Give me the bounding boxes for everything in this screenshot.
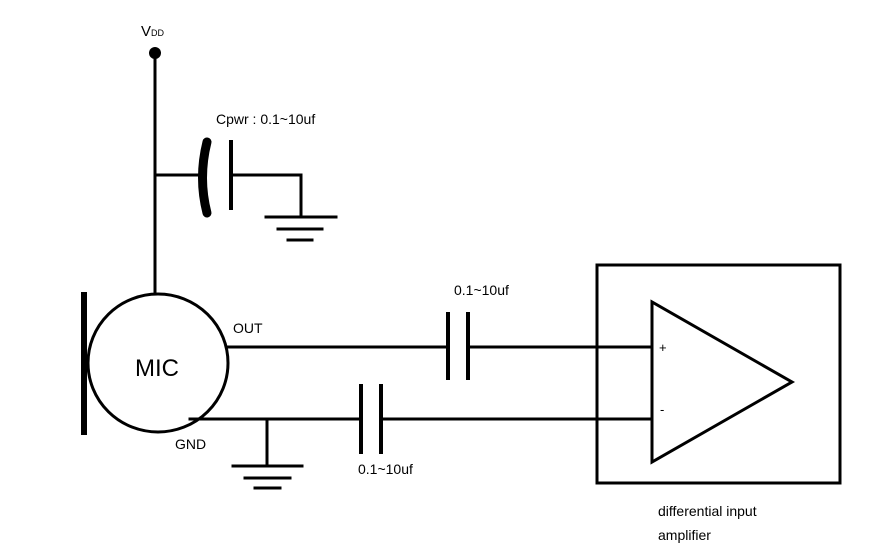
mic-body (86, 292, 230, 434)
mic-out-label: OUT (233, 320, 263, 336)
amplifier-box (595, 263, 842, 485)
amplifier-caption-line2: amplifier (658, 527, 711, 543)
amplifier-triangle-icon (650, 299, 796, 465)
cpwr-ground-wire (229, 173, 303, 219)
amplifier-plus-label: + (659, 340, 667, 355)
cpwr-label: Cpwr : 0.1~10uf (216, 111, 315, 127)
cpwr-curved-plate (198, 137, 212, 218)
mic-gnd-label: GND (175, 436, 206, 452)
ground-icon (231, 464, 304, 490)
ground-icon (264, 215, 338, 242)
vdd-label: VDD (141, 23, 165, 40)
mic-label: MIC (135, 355, 179, 382)
bottom-cap-label: 0.1~10uf (358, 461, 413, 477)
amplifier-caption-line1: differential input (658, 503, 757, 519)
amplifier-minus-label: - (660, 402, 664, 417)
top-cap-label: 0.1~10uf (454, 282, 509, 298)
